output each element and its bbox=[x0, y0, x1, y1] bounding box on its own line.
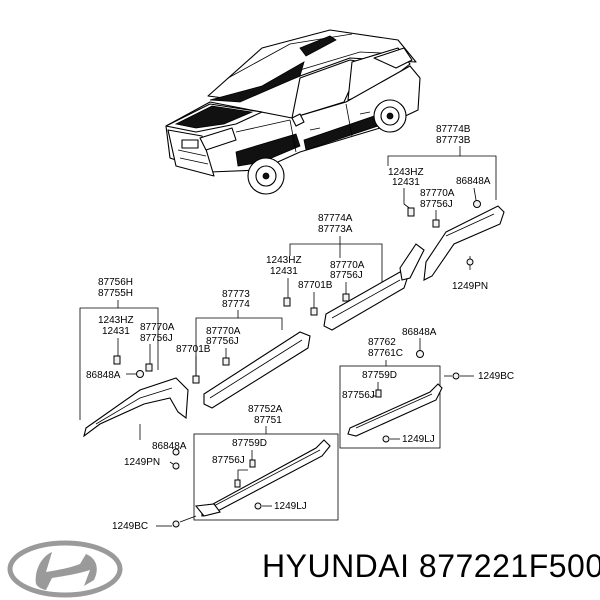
label-87756j-2: 87756J bbox=[330, 270, 363, 281]
label-87762: 87762 bbox=[368, 337, 396, 348]
suv-illustration bbox=[165, 29, 421, 195]
label-87761c: 87761C bbox=[368, 348, 403, 359]
label-87756h: 87756H bbox=[98, 277, 133, 288]
label-86848a-4: 86848A bbox=[152, 441, 187, 452]
rear-right-garnish-group: 87774B 87773B 1243HZ 12431 86848A 87770A… bbox=[387, 124, 505, 292]
front-sill-group: 87752A 87751 87759D 87756J 1249LJ 1249BC… bbox=[112, 404, 339, 532]
label-87756j: 87756J bbox=[420, 199, 453, 210]
label-1249pn: 1249PN bbox=[452, 281, 488, 292]
label-87756j-3: 87756J bbox=[140, 333, 173, 344]
label-87770a-2: 87770A bbox=[330, 260, 365, 271]
brand-part-number: HYUNDAI 877221F500 bbox=[262, 548, 600, 584]
front-sill-frame bbox=[193, 433, 339, 521]
hyundai-logo bbox=[7, 540, 123, 598]
label-87752a: 87752A bbox=[248, 404, 283, 415]
label-87774a: 87774A bbox=[318, 213, 353, 224]
label-87774b: 87774B bbox=[436, 124, 471, 135]
label-1243hz: 1243HZ bbox=[388, 167, 424, 178]
label-87770a: 87770A bbox=[420, 188, 455, 199]
label-12431: 12431 bbox=[392, 177, 420, 188]
label-87751: 87751 bbox=[254, 415, 282, 426]
label-87756j-5: 87756J bbox=[342, 390, 375, 401]
label-87774: 87774 bbox=[222, 299, 250, 310]
label-87773: 87773 bbox=[222, 289, 250, 300]
label-1249bc-2: 1249BC bbox=[112, 521, 148, 532]
label-86848a-3: 86848A bbox=[402, 327, 437, 338]
label-86848a: 86848A bbox=[456, 176, 491, 187]
door-garnish-group: 87774A 87773A 1243HZ 12431 87770A 87756J… bbox=[266, 213, 425, 331]
label-87756j-4: 87756J bbox=[206, 336, 239, 347]
front-wheel bbox=[247, 157, 285, 195]
label-1249lj: 1249LJ bbox=[402, 434, 435, 445]
label-87701b-2: 87701B bbox=[176, 344, 211, 355]
label-87770a-3: 87770A bbox=[140, 322, 175, 333]
label-1249bc: 1249BC bbox=[478, 371, 514, 382]
label-1243hz-3: 1243HZ bbox=[98, 315, 134, 326]
label-87759d: 87759D bbox=[362, 370, 397, 381]
rear-sill-group: 86848A 87762 87761C 87759D 87756J 1249BC… bbox=[339, 327, 514, 449]
label-1243hz-2: 1243HZ bbox=[266, 255, 302, 266]
rear-sill-frame bbox=[339, 365, 441, 449]
label-87759d-2: 87759D bbox=[232, 438, 267, 449]
front-door-garnish-group: 87773 87774 87770A 87756J 87701B bbox=[176, 289, 311, 409]
label-86848a-2: 86848A bbox=[86, 370, 121, 381]
rear-wheel bbox=[373, 99, 407, 133]
label-87773a: 87773A bbox=[318, 224, 353, 235]
label-87770a-4: 87770A bbox=[206, 326, 241, 337]
label-1249lj-2: 1249LJ bbox=[274, 501, 307, 512]
label-87773b: 87773B bbox=[436, 135, 471, 146]
label-87701b: 87701B bbox=[298, 280, 333, 291]
label-87756j-6: 87756J bbox=[212, 455, 245, 466]
label-87755h: 87755H bbox=[98, 288, 133, 299]
label-12431-2: 12431 bbox=[270, 266, 298, 277]
front-fender-group: 87756H 87755H 1243HZ 12431 87770A 87756J… bbox=[79, 277, 189, 438]
label-12431-3: 12431 bbox=[102, 326, 130, 337]
label-1249pn-2: 1249PN bbox=[124, 457, 160, 468]
